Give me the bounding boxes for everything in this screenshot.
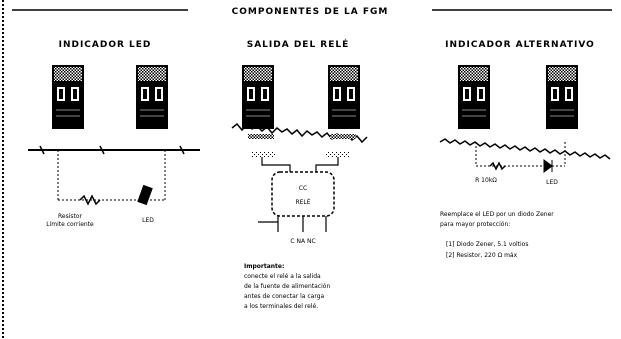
chip-left	[242, 65, 274, 129]
relay-note-heading: Importante:	[244, 263, 284, 270]
chip-right	[328, 65, 360, 129]
relay-label-line2: RELÉ	[295, 198, 310, 206]
chip-right	[136, 65, 168, 129]
panel-led-indicator: INDICADOR LED Resistor Límite corriente …	[28, 40, 200, 228]
resistor-note: Límite corriente	[46, 221, 94, 228]
relay-note-line: antes de conectar la carga	[244, 293, 325, 300]
zener-diode-symbol	[543, 159, 553, 173]
panel-title-alternate: INDICADOR ALTERNATIVO	[445, 40, 595, 50]
chip-left	[458, 65, 490, 129]
alt-note-line: [1] Diodo Zener, 5.1 voltios	[446, 241, 528, 248]
resistor-symbol	[489, 161, 506, 171]
relay-pins-label: C NA NC	[290, 238, 315, 245]
page-title: COMPONENTES DE LA FGM	[232, 7, 389, 17]
alt-note-line: para mayor protección:	[440, 221, 510, 228]
wire-marker-right	[326, 152, 350, 157]
panel-title-relay: SALIDA DEL RELÉ	[247, 38, 350, 50]
terminal-left	[248, 134, 274, 139]
chip-left	[52, 65, 84, 129]
relay-note-line: conecte el relé a la salida	[244, 273, 321, 280]
panel-title-led: INDICADOR LED	[59, 40, 152, 50]
resistor-label: Resistor	[58, 213, 83, 220]
wire-marker-left	[252, 152, 276, 157]
alt-note-line: Reemplace el LED por un diodo Zener	[440, 211, 554, 218]
resistor-symbol	[79, 194, 101, 206]
bus-ticks	[39, 145, 185, 155]
chip-right	[546, 65, 578, 129]
relay-note-line: de la fuente de alimentación	[244, 283, 330, 290]
relay-note-line: a los terminales del relé.	[244, 303, 318, 310]
alt-note-line: [2] Resistor, 220 Ω máx	[446, 252, 518, 259]
panel-relay-output: SALIDA DEL RELÉ CC RELÉ C NA NC Importan…	[231, 38, 368, 310]
led-symbol	[137, 184, 153, 206]
bus-line	[439, 138, 611, 160]
relay-box	[271, 171, 335, 217]
led-label: LED	[546, 179, 558, 186]
led-label: LED	[142, 217, 154, 224]
relay-label-line1: CC	[299, 185, 307, 192]
resistor-label: R 10kΩ	[475, 177, 497, 184]
panel-alternate-indicator: INDICADOR ALTERNATIVO R 10kΩ LED Reempla…	[439, 40, 611, 259]
relay-feed-wires	[261, 157, 339, 172]
terminal-right	[330, 134, 356, 139]
relay-output-wires	[258, 216, 327, 232]
